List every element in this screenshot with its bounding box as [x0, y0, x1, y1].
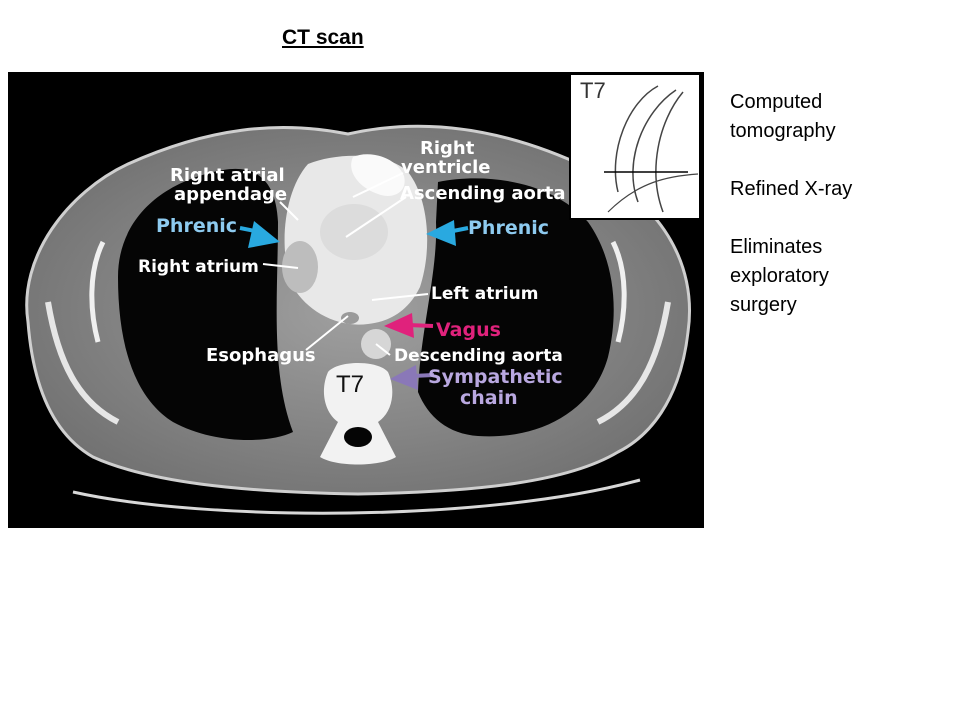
vertebra-shape — [320, 363, 396, 465]
label-right-atrial-appendage-1: Right atrial — [170, 165, 285, 186]
inset-level-label: T7 — [580, 78, 606, 103]
vagus-arrow — [384, 313, 434, 338]
leader-lines — [262, 172, 429, 356]
label-esophagus: Esophagus — [206, 345, 316, 366]
label-left-atrium: Left atrium — [431, 284, 538, 304]
notes-list: Computed tomography Refined X-ray Elimin… — [730, 88, 950, 349]
left-lung — [418, 178, 614, 437]
ct-scan-drawing: T7 — [25, 73, 701, 515]
note-refined-xray: Refined X-ray — [730, 178, 853, 200]
label-right-atrium: Right atrium — [138, 257, 259, 277]
phrenic-left-arrow — [426, 220, 469, 246]
note-eliminates-surgery: Eliminates exploratory surgery — [730, 236, 829, 316]
label-right-ventricle-1: Right — [420, 138, 475, 159]
level-inset: T7 — [569, 73, 701, 220]
phrenic-right-arrow — [239, 221, 280, 248]
sympathetic-chain-arrow — [390, 365, 435, 390]
label-vagus: Vagus — [436, 319, 501, 341]
note-computed-tomography: Computed tomography — [730, 91, 836, 142]
label-vertebra-t7: T7 — [336, 371, 364, 398]
ct-scan-image: T7 — [8, 72, 704, 528]
label-sympathetic-chain-1: Sympathetic — [428, 366, 563, 388]
label-phrenic-right: Phrenic — [156, 215, 237, 237]
label-right-ventricle-2: ventricle — [401, 157, 490, 178]
label-descending-aorta: Descending aorta — [394, 346, 563, 366]
label-phrenic-left: Phrenic — [468, 217, 549, 239]
slide-title: CT scan — [282, 26, 364, 49]
label-ascending-aorta: Ascending aorta — [400, 183, 566, 204]
right-lung — [118, 168, 293, 441]
label-sympathetic-chain-2: chain — [460, 387, 518, 409]
label-right-atrial-appendage-2: appendage — [174, 184, 287, 205]
scanner-table — [72, 478, 641, 515]
